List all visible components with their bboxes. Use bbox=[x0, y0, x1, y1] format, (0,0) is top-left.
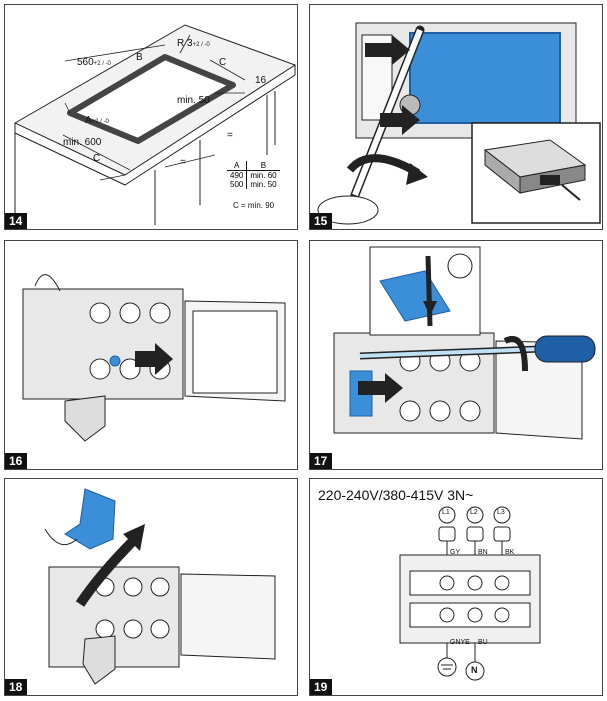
c-note: C = min. 90 bbox=[233, 201, 275, 210]
wire-bu: BU bbox=[478, 639, 488, 646]
panel-number-19: 19 bbox=[310, 679, 333, 695]
wire-bn: BN bbox=[478, 549, 488, 556]
bridge-release-drawing bbox=[333, 246, 596, 440]
neutral-label: N bbox=[471, 665, 478, 675]
worktop-cutout-drawing bbox=[13, 24, 297, 225]
panel-number-18: 18 bbox=[5, 679, 28, 695]
terminal-block-drawing bbox=[22, 274, 286, 442]
b-label: B bbox=[136, 52, 143, 63]
panel-number-15: 15 bbox=[310, 213, 333, 229]
voltage-label: 220-240V/380-415V 3N~ bbox=[318, 487, 474, 503]
panel-14-cutout-dimensions: 560+2 / -0 B R 3+2 / -0 C 16 min. 50 A+2… bbox=[4, 4, 298, 230]
equal-mark-2: = bbox=[227, 130, 233, 141]
phase-l3: L3 bbox=[497, 509, 505, 516]
bridge-removal-drawing bbox=[44, 488, 276, 685]
phase-l2: L2 bbox=[470, 509, 478, 516]
wire-gnye: GNYE bbox=[450, 639, 470, 646]
wiring-drawing bbox=[399, 506, 541, 681]
equal-mark-1: = bbox=[180, 157, 186, 168]
panel-number-14: 14 bbox=[5, 213, 28, 229]
depth-dimension: A+2 / -0 bbox=[85, 115, 109, 126]
panel-17-release-bridge: 17 bbox=[309, 240, 603, 470]
phase-l1: L1 bbox=[442, 509, 450, 516]
marker-16: 16 bbox=[255, 75, 267, 86]
panel-number-16: 16 bbox=[5, 453, 28, 469]
wire-gy: GY bbox=[450, 549, 461, 556]
panel-19-wiring-diagram: 220-240V/380-415V 3N~ bbox=[309, 478, 603, 696]
panel-18-remove-bridge: 18 bbox=[4, 478, 298, 696]
terminal-box-screwdriver-drawing bbox=[317, 22, 601, 225]
wire-bk: BK bbox=[505, 549, 515, 556]
panel-16-slide-bridge: 16 bbox=[4, 240, 298, 470]
min-600-label: min. 600 bbox=[63, 137, 102, 148]
radius-dimension: R 3+2 / -0 bbox=[177, 38, 210, 49]
c-label-top: C bbox=[219, 57, 227, 68]
width-dimension: 560+2 / -0 bbox=[77, 57, 111, 68]
min-50-label: min. 50 bbox=[177, 95, 210, 106]
panel-number-17: 17 bbox=[310, 453, 333, 469]
panel-15-open-terminal-cover: 15 bbox=[309, 4, 603, 230]
c-label-bottom: C bbox=[93, 153, 101, 164]
